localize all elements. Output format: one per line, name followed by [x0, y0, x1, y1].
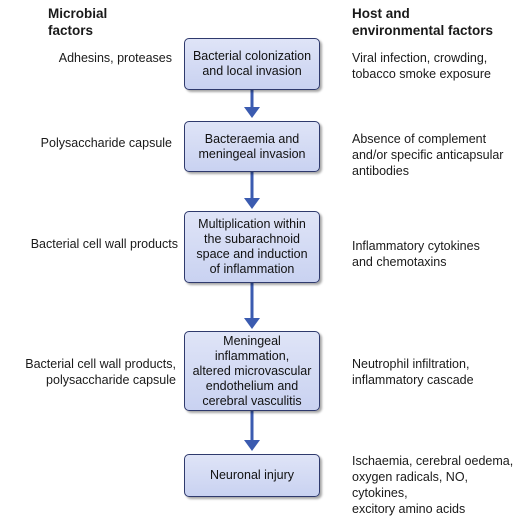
stage-box-multiplication: Multiplication within the subarachnoid s…: [184, 211, 320, 283]
host-factor-1-line-2: tobacco smoke exposure: [352, 67, 491, 81]
host-factor-2-line-1: Absence of complement: [352, 132, 487, 146]
arrow-3: [244, 283, 260, 329]
host-factor-3-line-1: Inflammatory cytokines: [352, 239, 480, 253]
host-factor-5-line-2: oxygen radicals, NO, cytokines,: [352, 470, 469, 500]
host-factor-1: Viral infection, crowding, tobacco smoke…: [352, 50, 524, 82]
stage-2-line-1: Bacteraemia and: [204, 131, 300, 146]
stage-1-line-2: and local invasion: [202, 64, 302, 78]
host-factor-5-line-1: Ischaemia, cerebral oedema,: [352, 454, 514, 468]
microbial-factors-heading: Microbial factors: [48, 5, 178, 39]
host-factor-5-line-3: excitory amino acids: [352, 502, 466, 516]
microbial-factor-3-line-1: Bacterial cell wall products: [30, 237, 178, 251]
host-factor-4-line-1: Neutrophil infiltration,: [352, 357, 470, 371]
microbial-factor-4-line-1: Bacterial cell wall products,: [25, 357, 176, 371]
stage-3-line-1: Multiplication within: [198, 217, 306, 231]
microbial-factor-2: Polysaccharide capsule: [2, 135, 172, 151]
microbial-factor-1: Adhesins, proteases: [2, 50, 172, 66]
stage-box-meningeal-inflammation: Meningeal inflammation, altered microvas…: [184, 331, 320, 411]
arrow-1: [244, 90, 260, 118]
host-factor-2: Absence of complement and/or specific an…: [352, 131, 524, 179]
stage-4-line-1: Meningeal inflammation,: [214, 333, 290, 363]
stage-box-colonization: Bacterial colonization and local invasio…: [184, 38, 320, 90]
flow-arrows: [244, 90, 260, 451]
microbial-heading-line-1: Microbial: [48, 6, 108, 21]
microbial-factor-4-line-2: polysaccharide capsule: [46, 373, 176, 387]
stage-4-line-3: endothelium and: [205, 378, 299, 393]
host-heading-line-1: Host and: [352, 6, 410, 21]
stage-3-line-3: space and induction: [196, 247, 308, 261]
arrow-2: [244, 172, 260, 209]
stage-3-line-2: the subarachnoid: [204, 232, 300, 246]
host-factor-4: Neutrophil infiltration, inflammatory ca…: [352, 356, 524, 388]
stage-5-line-1: Neuronal injury: [209, 468, 295, 482]
stage-box-bacteraemia: Bacteraemia and meningeal invasion: [184, 121, 320, 172]
host-factor-4-line-2: inflammatory cascade: [352, 373, 474, 387]
microbial-factor-3: Bacterial cell wall products: [2, 236, 178, 252]
stage-3-line-4: of inflammation: [209, 262, 295, 276]
host-factor-1-line-1: Viral infection, crowding,: [352, 51, 488, 65]
arrow-4: [244, 411, 260, 451]
stage-1-line-1: Bacterial colonization: [192, 49, 312, 63]
host-factor-2-line-2: and/or specific anticapsular: [352, 148, 504, 162]
microbial-factor-2-line-1: Polysaccharide capsule: [40, 136, 172, 150]
stage-box-neuronal-injury: Neuronal injury: [184, 454, 320, 497]
stage-4-line-4: cerebral vasculitis: [202, 393, 302, 408]
microbial-factor-4: Bacterial cell wall products, polysaccha…: [0, 356, 176, 388]
stage-2-line-2: meningeal invasion: [198, 146, 306, 161]
stage-4-line-2: altered microvascular: [192, 363, 312, 378]
host-factor-3-line-2: and chemotaxins: [352, 255, 447, 269]
host-factor-3: Inflammatory cytokines and chemotaxins: [352, 238, 524, 270]
host-factor-5: Ischaemia, cerebral oedema, oxygen radic…: [352, 453, 524, 517]
host-factor-2-line-3: antibodies: [352, 164, 409, 178]
host-factors-heading: Host and environmental factors: [352, 5, 522, 39]
microbial-factor-1-line-1: Adhesins, proteases: [58, 51, 172, 65]
microbial-heading-line-2: factors: [48, 23, 94, 38]
host-heading-line-2: environmental factors: [352, 23, 494, 38]
